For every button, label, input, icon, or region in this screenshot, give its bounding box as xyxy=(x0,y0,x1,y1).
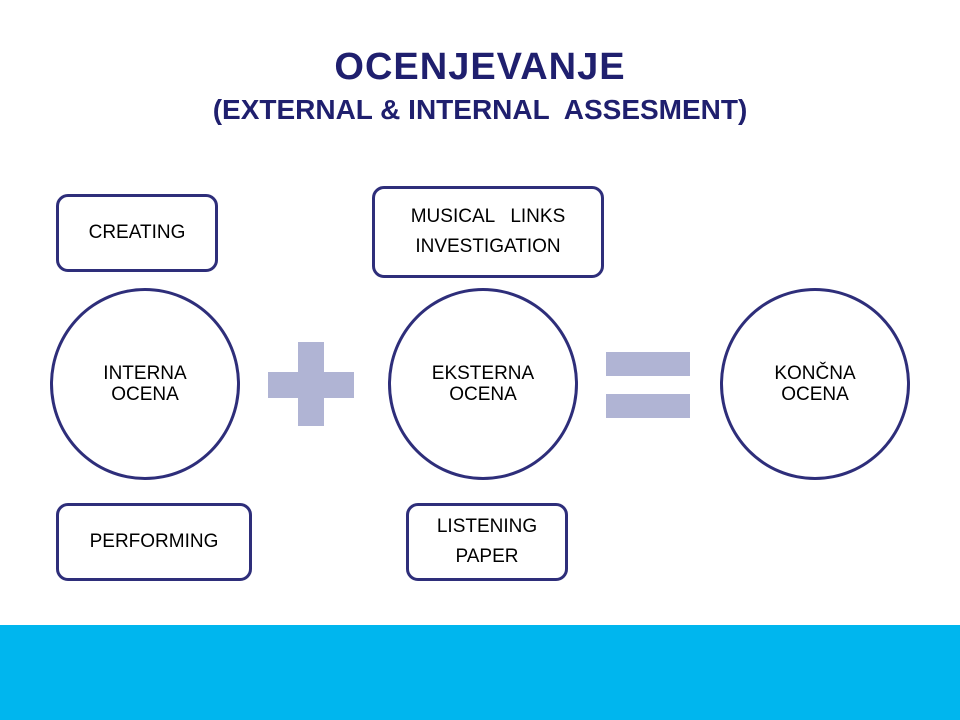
creating-box: CREATING xyxy=(56,194,218,272)
slide-subtitle: (EXTERNAL & INTERNAL ASSESMENT) xyxy=(212,94,748,125)
footer-bar xyxy=(0,625,960,720)
musical-links-box: MUSICAL LINKS INVESTIGATION xyxy=(372,186,604,278)
slide-title: OCENJEVANJE xyxy=(334,46,626,88)
final-grade-circle: KONČNA OCENA xyxy=(720,288,910,480)
internal-assessment-circle: INTERNA OCENA xyxy=(50,288,240,480)
equals-icon xyxy=(606,352,690,418)
external-assessment-circle: EKSTERNA OCENA xyxy=(388,288,578,480)
plus-icon xyxy=(268,342,354,426)
performing-box: PERFORMING xyxy=(56,503,252,581)
listening-paper-box: LISTENING PAPER xyxy=(406,503,568,581)
